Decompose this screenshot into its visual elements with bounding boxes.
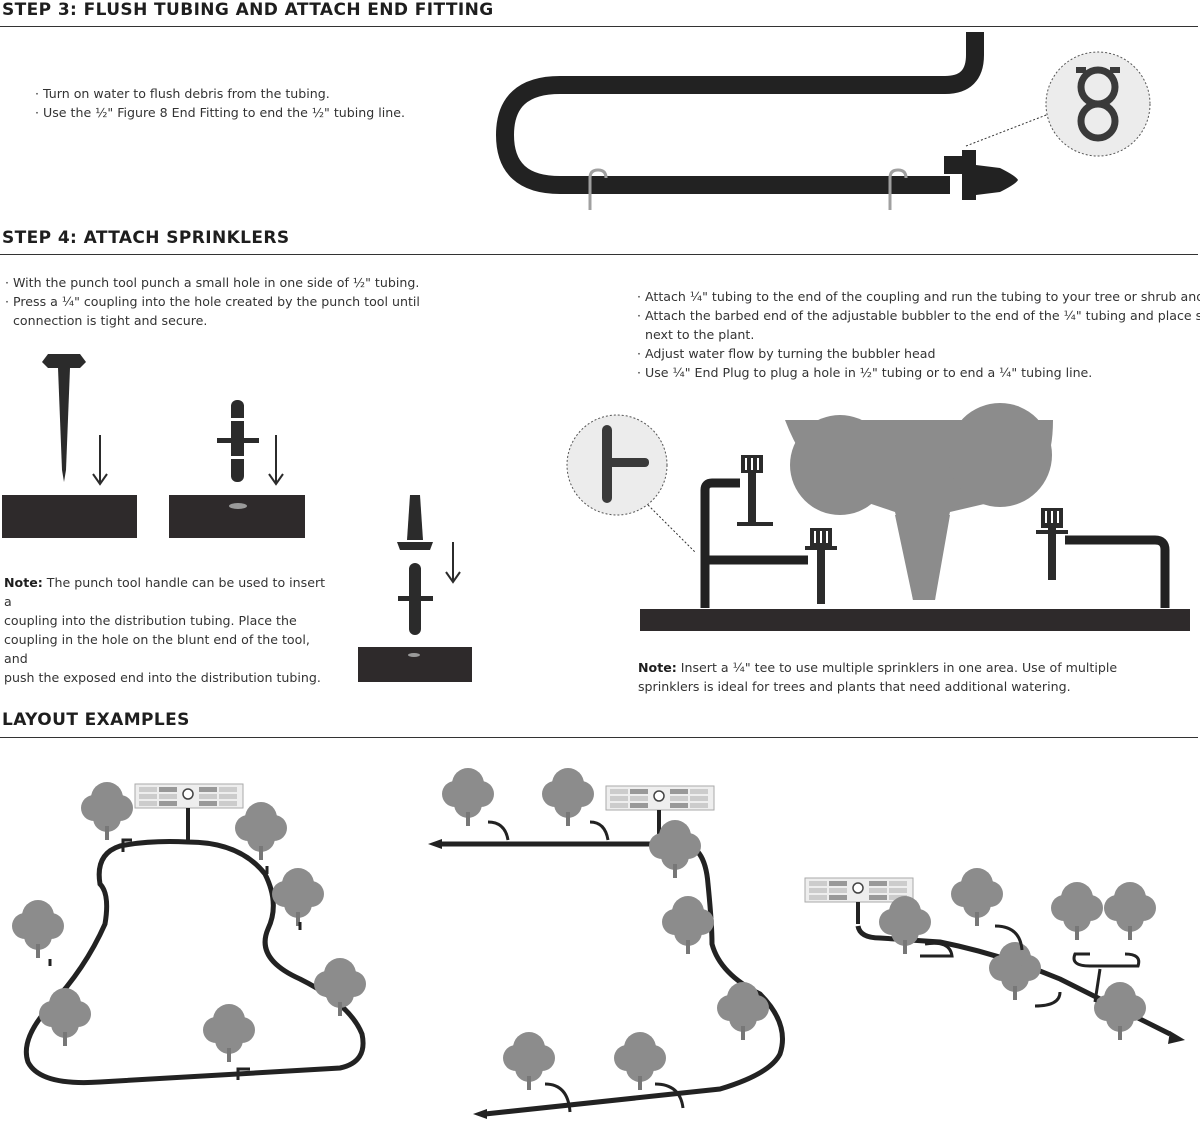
punch-tool-illustration [2, 354, 137, 538]
step4-rule [0, 254, 1198, 255]
layout-examples-illustration [12, 768, 1185, 1119]
step4-note-right: Note: Insert a ¼" tee to use multiple sp… [638, 658, 1198, 696]
bubbler-3 [1036, 508, 1068, 580]
step3-bullet-2: · Use the ½" Figure 8 End Fitting to end… [35, 105, 405, 120]
step3-illustration [495, 32, 1151, 210]
layout-heading: LAYOUT EXAMPLES [2, 710, 190, 730]
step4-note-left: Note: The punch tool handle can be used … [4, 573, 334, 687]
step3-bullet-1: · Turn on water to flush debris from the… [35, 86, 330, 101]
layout-example-1 [12, 782, 366, 1086]
note-label: Note: [4, 575, 43, 590]
step4-left-bullet-3: connection is tight and secure. [5, 313, 208, 328]
bubbler-1 [737, 455, 773, 526]
note-text-line: The punch tool handle can be used to ins… [4, 575, 326, 609]
note-text-line: coupling in the hole on the blunt end of… [4, 632, 310, 666]
note-text-line: Insert a ¼" tee to use multiple sprinkle… [676, 660, 1118, 675]
step4-left-bullet-1: · With the punch tool punch a small hole… [5, 275, 420, 290]
note-text-line: coupling into the distribution tubing. P… [4, 613, 297, 628]
step4-right-bullet-1: · Attach ¼" tubing to the end of the cou… [637, 289, 1200, 304]
tubing-block-3 [358, 647, 472, 682]
bubbler-scene-illustration [566, 403, 1190, 631]
note-text-line: sprinklers is ideal for trees and plants… [638, 679, 1071, 694]
layout-example-3 [804, 868, 1185, 1044]
layout-example-2 [428, 768, 785, 1119]
step3-rule [0, 26, 1198, 27]
step4-right-bullet-2: · Attach the barbed end of the adjustabl… [637, 308, 1200, 323]
stake-1 [588, 168, 608, 210]
step4-right-bullet-3: next to the plant. [637, 327, 755, 342]
step3-heading: STEP 3: FLUSH TUBING AND ATTACH END FITT… [2, 0, 494, 20]
step4-right-bullet-5: · Use ¼" End Plug to plug a hole in ½" t… [637, 365, 1093, 380]
stake-2 [888, 168, 908, 210]
step4-heading: STEP 4: ATTACH SPRINKLERS [2, 228, 290, 248]
step4-illustrations [2, 354, 1190, 682]
note-text-line: push the exposed end into the distributi… [4, 670, 321, 685]
tubing-block-2 [169, 495, 305, 538]
figure8-end-fitting [944, 150, 1018, 200]
figure8-callout [1045, 51, 1151, 157]
tubing-block-1 [2, 495, 137, 538]
coupling-insert-illustration [169, 400, 305, 538]
step4-left-bullet-2: · Press a ¼" coupling into the hole crea… [5, 294, 420, 309]
layout-rule [0, 737, 1198, 738]
ground [640, 609, 1190, 631]
step4-right-bullet-4: · Adjust water flow by turning the bubbl… [637, 346, 936, 361]
note-label: Note: [638, 660, 677, 675]
callout-leader [965, 111, 1055, 147]
half-inch-tubing [495, 32, 984, 194]
bubbler-2 [805, 528, 837, 604]
tool-handle-insert-illustration [358, 495, 472, 682]
